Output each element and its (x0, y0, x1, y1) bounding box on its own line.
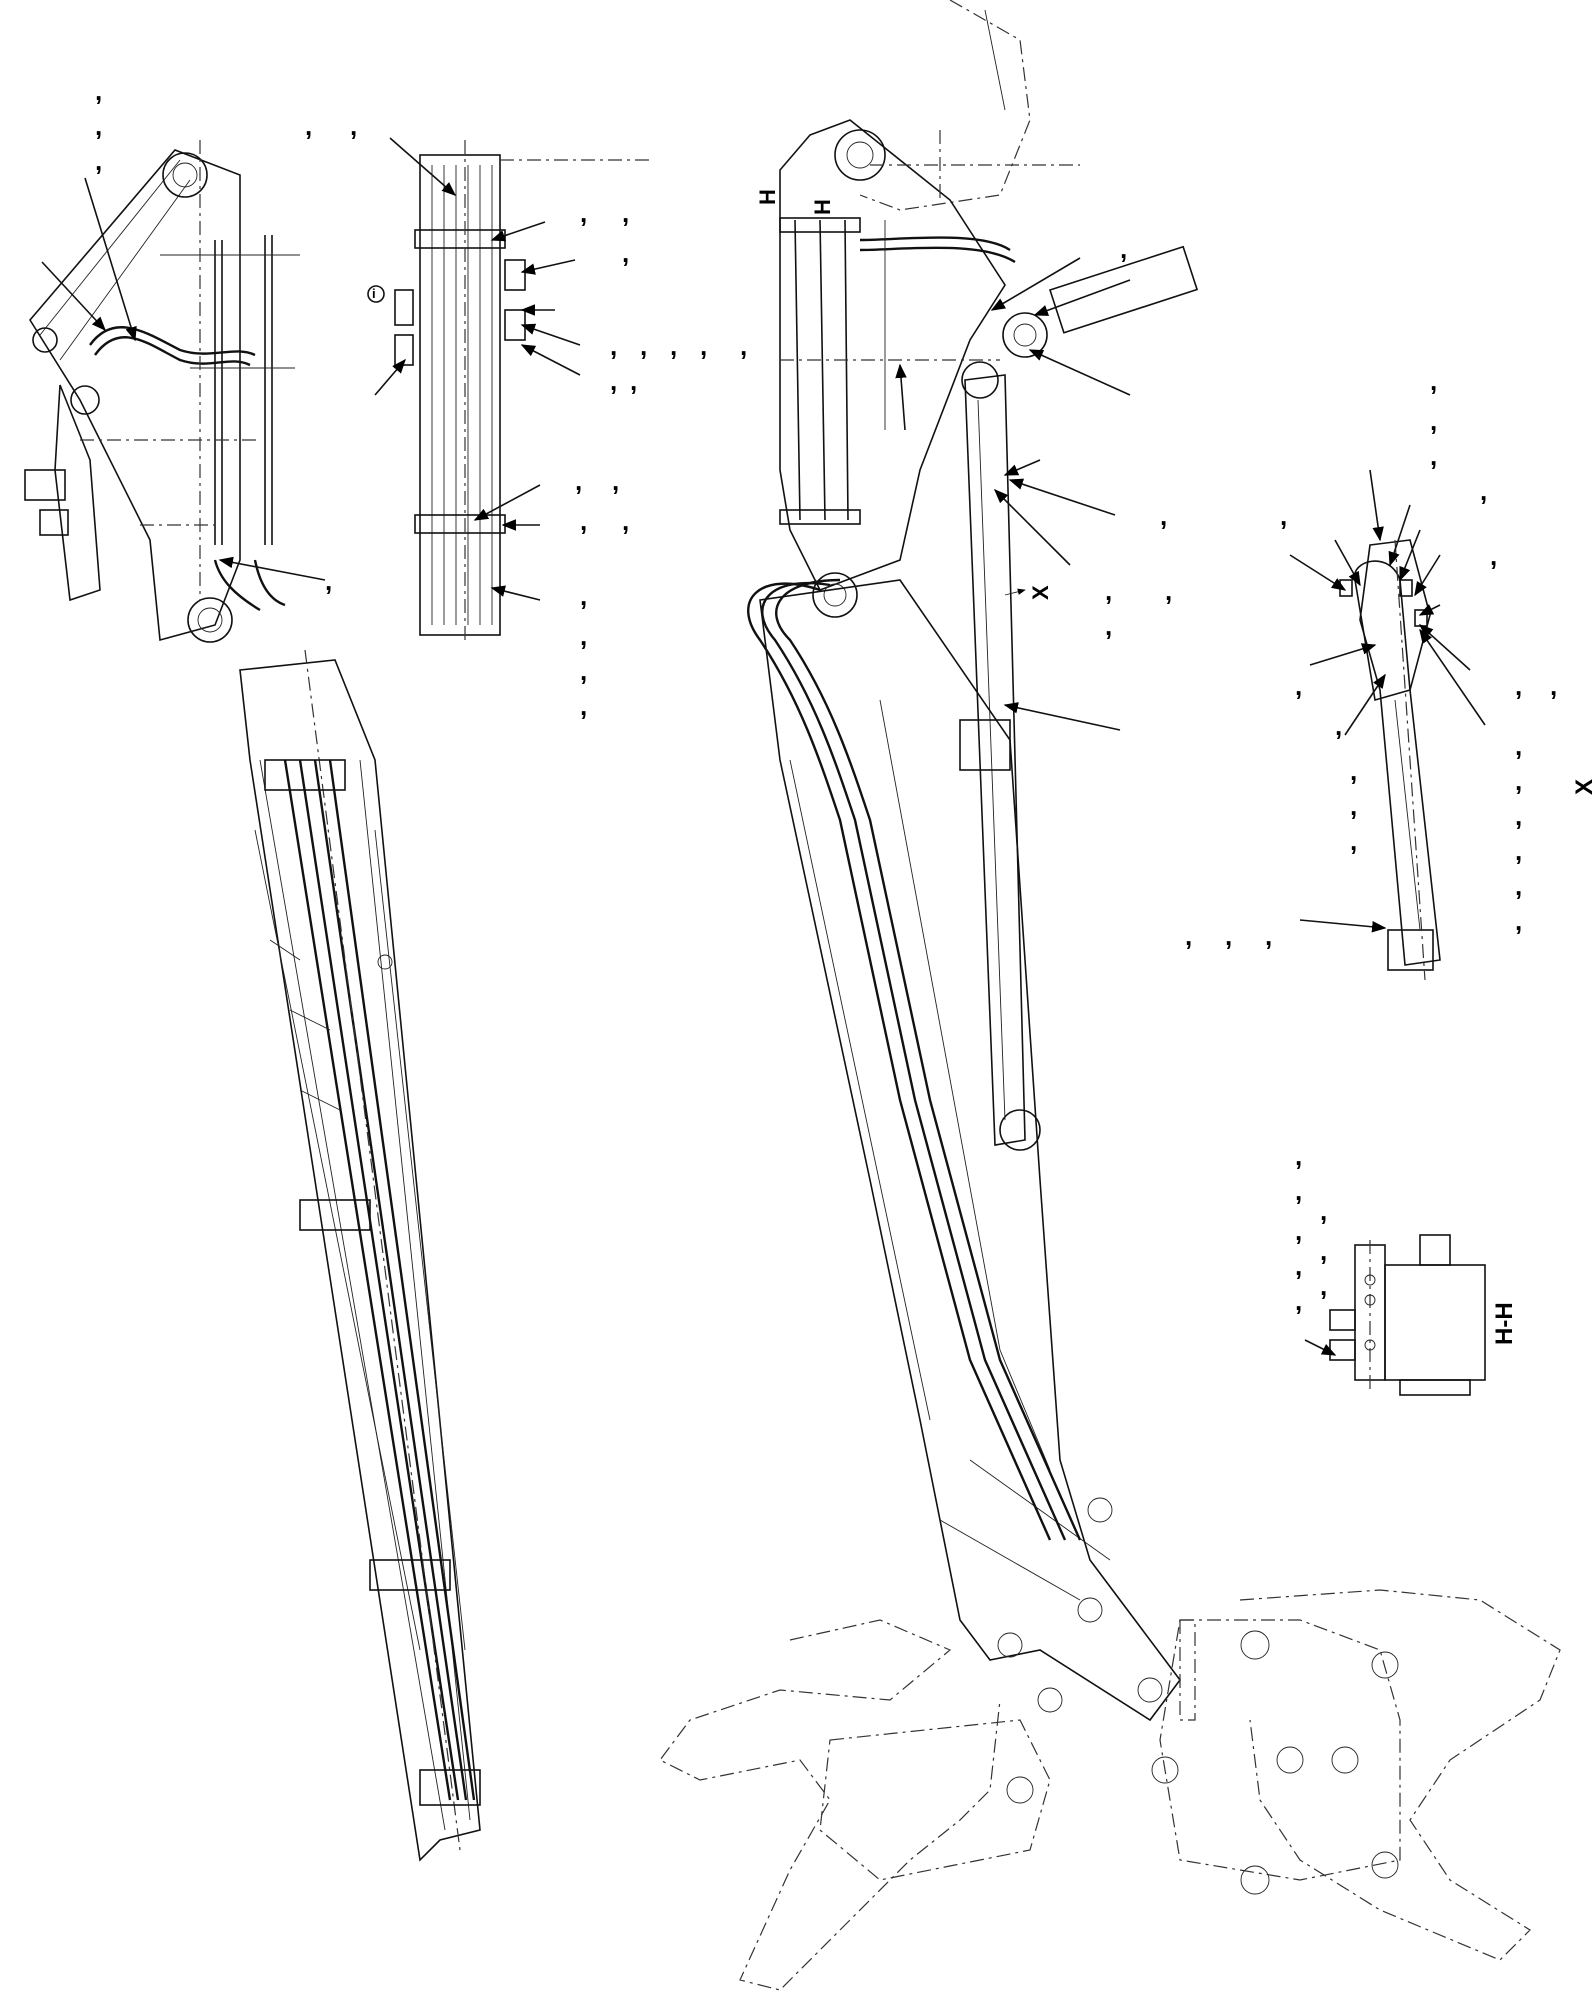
svg-text:,: , (580, 621, 587, 651)
svg-text:,: , (1295, 1176, 1302, 1206)
detail-x-marker: X (1028, 585, 1053, 600)
svg-text:,: , (1515, 671, 1522, 701)
svg-text:,: , (1320, 1271, 1327, 1301)
svg-text:,: , (95, 146, 102, 176)
svg-text:,: , (1350, 826, 1357, 856)
section-hh-view: H-H , , , , , , , , (1295, 1141, 1518, 1396)
svg-text:,: , (1280, 501, 1287, 531)
svg-text:,: , (622, 506, 629, 536)
svg-text:,: , (580, 691, 587, 721)
svg-text:,: , (1430, 441, 1437, 471)
svg-text:,: , (640, 331, 647, 361)
svg-text:,: , (95, 111, 102, 141)
svg-text:,: , (1335, 711, 1342, 741)
svg-text:,: , (580, 581, 587, 611)
svg-text:,: , (575, 466, 582, 496)
svg-text:,: , (1350, 756, 1357, 786)
svg-text:,: , (1295, 1251, 1302, 1281)
svg-text:,: , (1430, 366, 1437, 396)
svg-text:,: , (1515, 766, 1522, 796)
svg-text:,: , (1320, 1196, 1327, 1226)
svg-text:,: , (1515, 731, 1522, 761)
svg-text:,: , (325, 566, 332, 596)
svg-text:,: , (1515, 906, 1522, 936)
section-h-label-top: H (755, 189, 780, 205)
svg-text:,: , (1225, 921, 1232, 951)
svg-text:,: , (350, 111, 357, 141)
svg-text:,: , (610, 331, 617, 361)
svg-text:,: , (740, 331, 747, 361)
section-hh-title: H-H (1491, 1302, 1518, 1345)
svg-text:,: , (1430, 406, 1437, 436)
svg-text:,: , (622, 238, 629, 268)
svg-text:,: , (630, 366, 637, 396)
svg-text:,: , (1185, 921, 1192, 951)
svg-text:,: , (1320, 1236, 1327, 1266)
svg-text:,: , (610, 366, 617, 396)
svg-text:,: , (700, 331, 707, 361)
svg-text:,: , (1550, 671, 1557, 701)
svg-text:,: , (1295, 1286, 1302, 1316)
svg-text:,: , (580, 198, 587, 228)
arm-plan-view (239, 649, 481, 1862)
svg-text:,: , (95, 76, 102, 106)
svg-text:,: , (1515, 836, 1522, 866)
svg-text:,: , (1515, 801, 1522, 831)
svg-text:,: , (305, 111, 312, 141)
svg-text:,: , (1295, 1216, 1302, 1246)
svg-text:,: , (580, 506, 587, 536)
boom-side-view: H H X , , , , , (659, 0, 1561, 1991)
svg-text:,: , (580, 656, 587, 686)
svg-text:,: , (670, 331, 677, 361)
boom-end-detail-view: , , , , , , (24, 76, 357, 643)
svg-text:,: , (1120, 234, 1127, 264)
hose-bundle-detail-view: i , , , , , , , , , , , , , , , , , , (367, 137, 747, 721)
svg-text:,: , (622, 198, 629, 228)
svg-text:,: , (1105, 611, 1112, 641)
svg-text:,: , (1105, 576, 1112, 606)
svg-text:,: , (1480, 476, 1487, 506)
callout-ref-label: i (372, 286, 376, 301)
svg-text:,: , (1350, 791, 1357, 821)
svg-text:,: , (1515, 871, 1522, 901)
section-h-label-bottom: H (810, 199, 835, 215)
svg-text:,: , (1165, 576, 1172, 606)
svg-text:,: , (1490, 541, 1497, 571)
svg-text:,: , (1265, 921, 1272, 951)
svg-text:,: , (1160, 501, 1167, 531)
svg-text:,: , (1295, 671, 1302, 701)
svg-text:,: , (612, 466, 619, 496)
detail-x-view: X , , , , , , , , , , , , , , , , , , , … (1185, 366, 1595, 981)
detail-x-title: X (1571, 779, 1595, 795)
svg-text:,: , (1295, 1141, 1302, 1171)
